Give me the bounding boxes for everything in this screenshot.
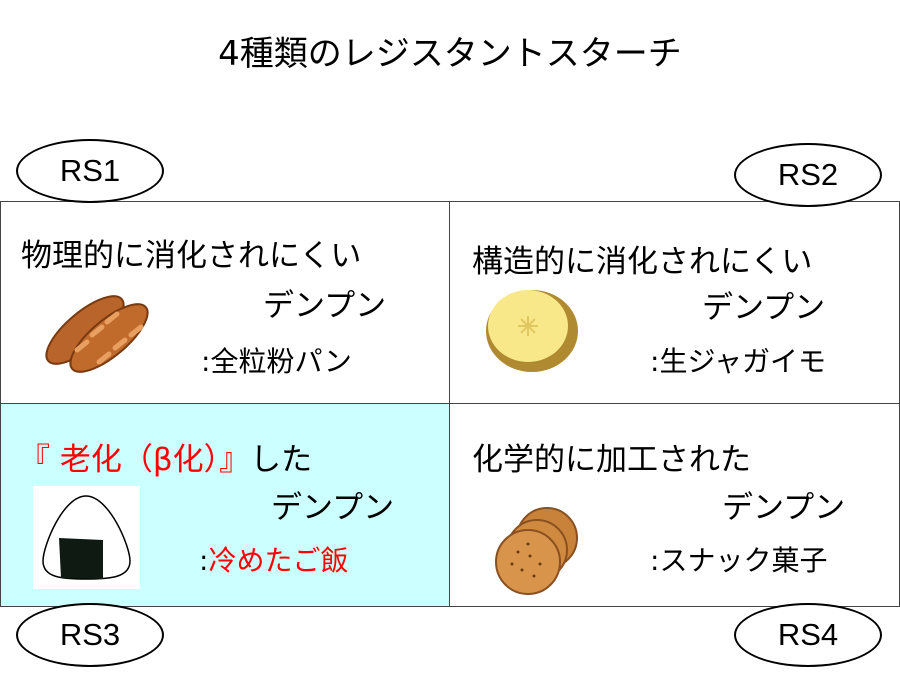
rs3-starch: デンプン xyxy=(271,490,395,526)
rs3-colon: : xyxy=(199,544,209,577)
cell-rs3: 『 老化（β化）』した デンプン :冷めたご飯 xyxy=(1,404,450,606)
rs1-colon: : xyxy=(201,345,211,378)
crackers-icon xyxy=(495,507,578,595)
cell-rs2: 構造的に消化されにくい デンプン :生ジャガイモ xyxy=(450,202,899,404)
slide-title: 4種類のレジスタントスターチ xyxy=(218,34,682,74)
rice-ball-icon xyxy=(33,486,140,589)
rs3-description: した xyxy=(250,442,313,478)
rs1-example: 全粒粉パン xyxy=(210,345,352,378)
label-rs4: RS4 xyxy=(734,603,882,667)
rs3-retrogradation: 『 老化（β化）』 xyxy=(19,442,251,478)
rs2-description: 構造的に消化されにくい xyxy=(472,244,813,280)
resistant-starch-grid: 物理的に消化されにくい デンプン :全粒粉パン 構造的に消化されにくい デンプン… xyxy=(0,201,900,607)
potato-icon xyxy=(486,290,578,372)
bread-icon xyxy=(45,295,149,373)
rs4-description: 化学的に加工された xyxy=(472,442,751,478)
label-rs2: RS2 xyxy=(734,143,882,207)
rs4-colon: : xyxy=(650,544,660,577)
label-rs1: RS1 xyxy=(16,139,164,203)
rs3-example: 冷めたご飯 xyxy=(208,544,349,577)
rs2-colon: : xyxy=(650,345,660,378)
rs2-example: 生ジャガイモ xyxy=(659,345,827,378)
rs4-starch: デンプン xyxy=(722,490,846,526)
rs4-example: スナック菓子 xyxy=(659,544,828,577)
rs1-starch: デンプン xyxy=(263,288,387,324)
rs1-description: 物理的に消化されにくい xyxy=(21,238,362,274)
cell-rs4: 化学的に加工された デンプン :スナック菓子 xyxy=(450,404,899,606)
label-rs3: RS3 xyxy=(16,603,164,667)
rs2-starch: デンプン xyxy=(702,290,826,326)
cell-rs1: 物理的に消化されにくい デンプン :全粒粉パン xyxy=(1,202,450,404)
